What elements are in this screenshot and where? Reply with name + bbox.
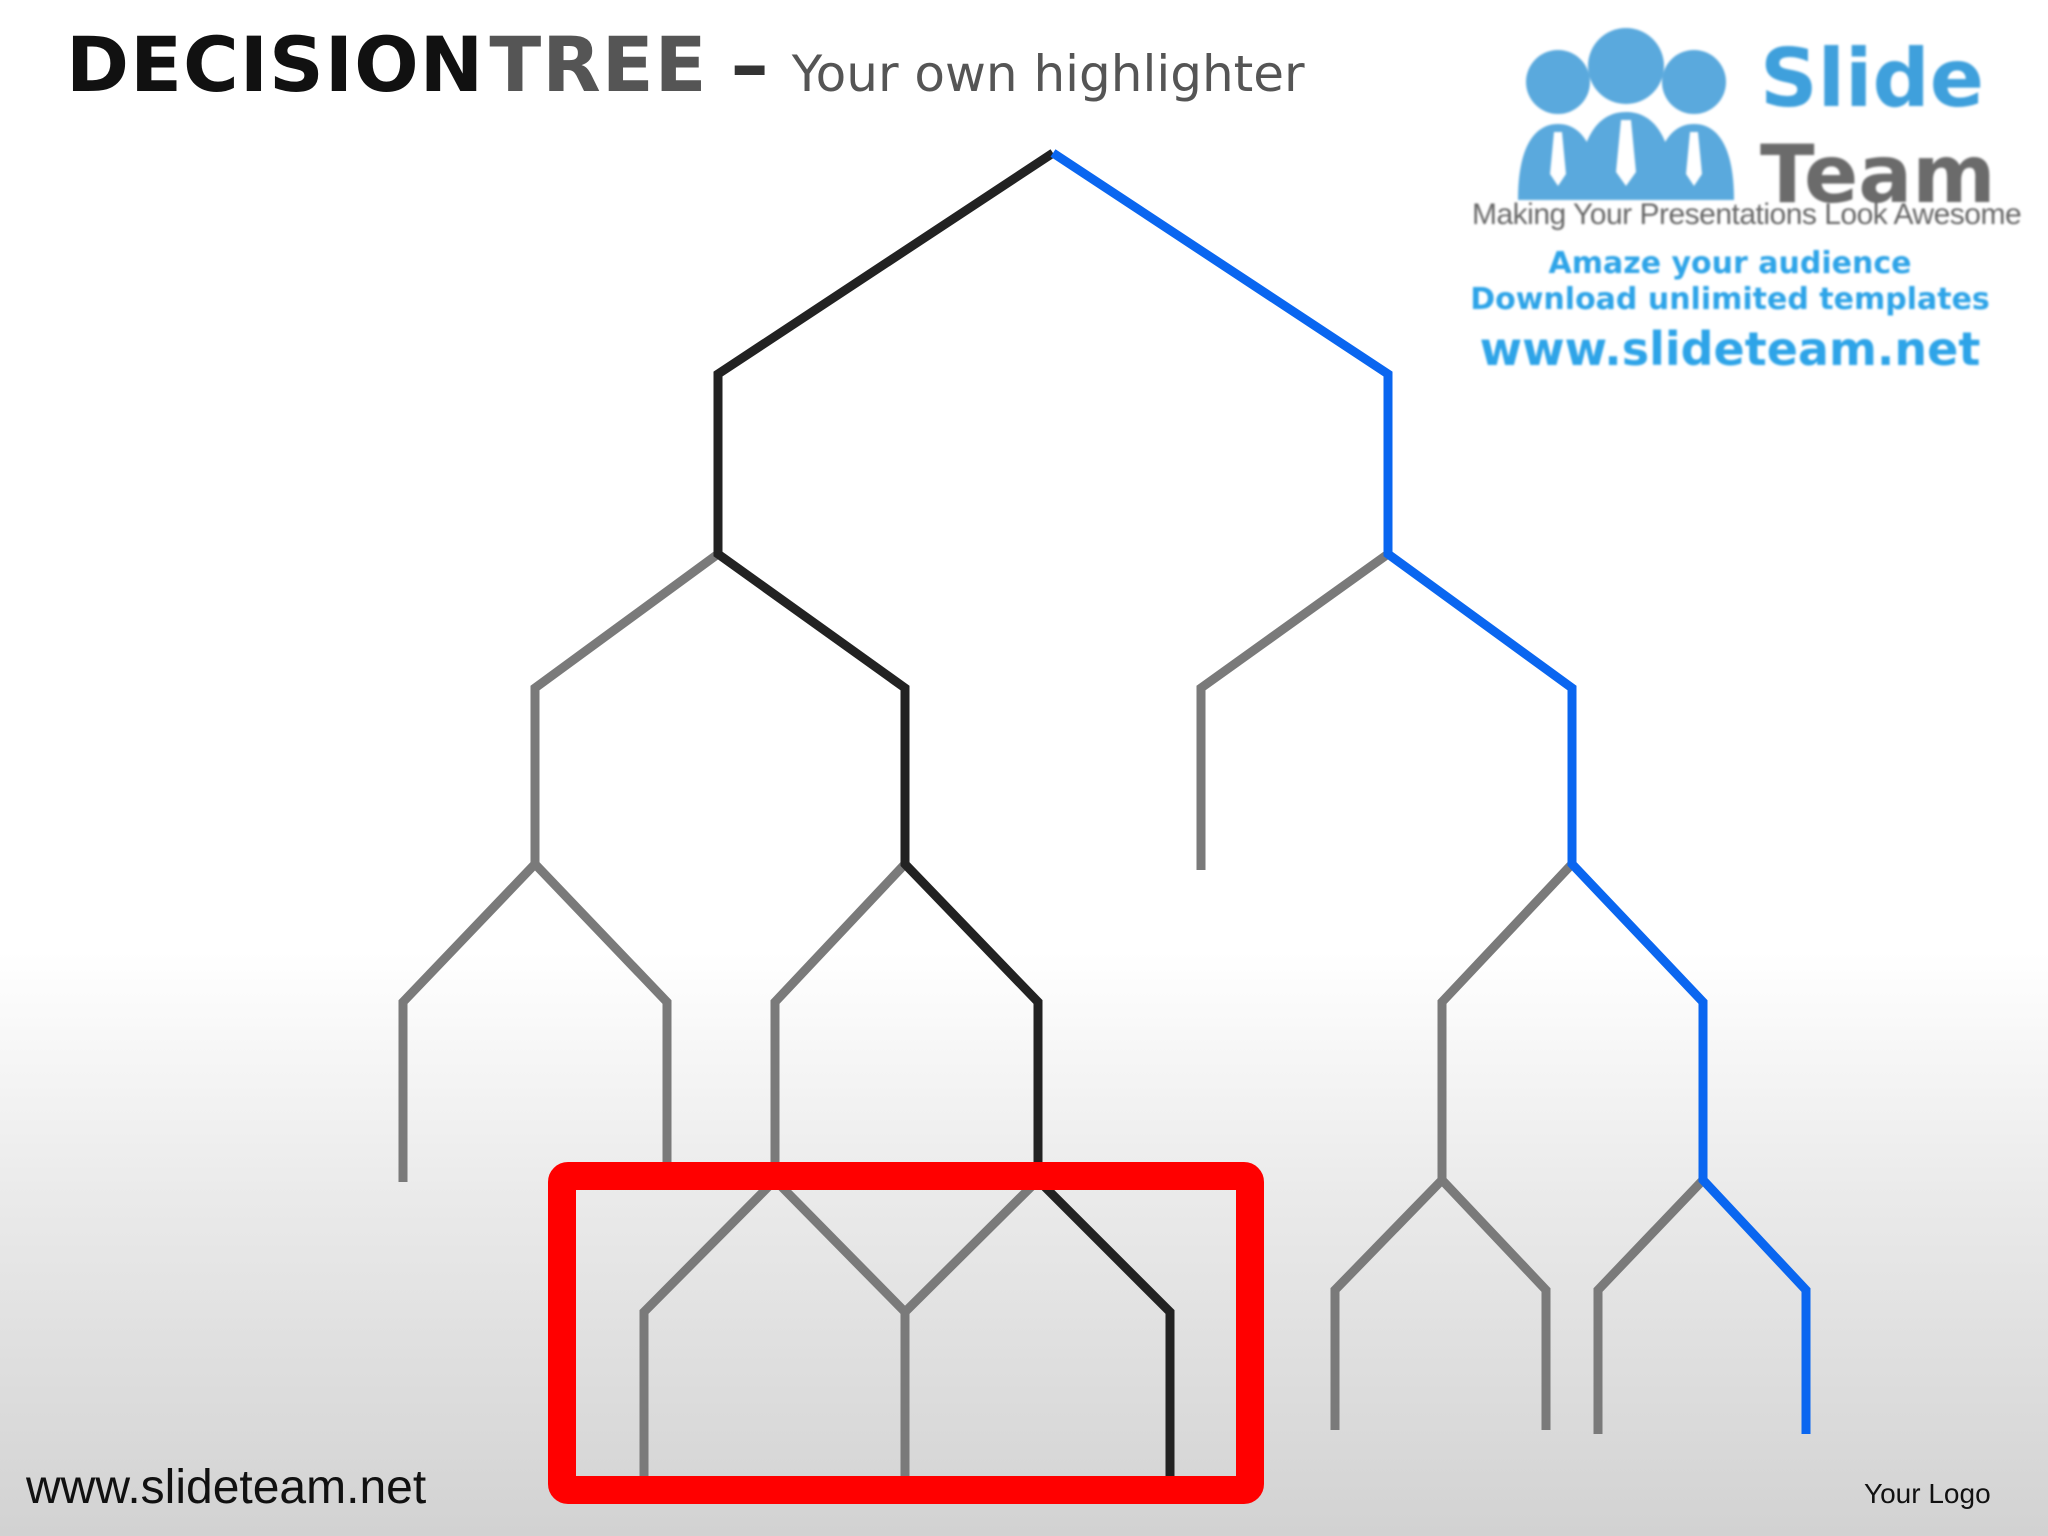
slide-title: DECISION TREE – Your own highlighter bbox=[66, 20, 1305, 109]
branch-l3b-left bbox=[770, 860, 909, 1180]
footer-url: www.slideteam.net bbox=[26, 1461, 427, 1514]
branch-l4-c bbox=[900, 1176, 1042, 1490]
dark-path bbox=[713, 149, 1175, 1490]
brand-promo-line2: Download unlimited templates bbox=[1470, 282, 1990, 317]
branch-l3a-left bbox=[398, 860, 539, 1182]
branch-l4-f bbox=[1593, 1176, 1707, 1434]
branch-l3c-left bbox=[1437, 860, 1576, 1180]
branch-l4-b bbox=[771, 1176, 909, 1316]
blue-highlight-path bbox=[1050, 149, 1811, 1434]
branch-l2b-left bbox=[1196, 550, 1391, 870]
footer-logo-placeholder: Your Logo bbox=[1864, 1478, 1991, 1509]
brand-tagline: Making Your Presentations Look Awesome bbox=[1472, 198, 2022, 231]
branch-l2a-left bbox=[530, 550, 721, 864]
branch-l4-a bbox=[639, 1176, 779, 1490]
brand-promo-line1: Amaze your audience bbox=[1548, 246, 1912, 281]
title-main-gray: TREE bbox=[489, 20, 708, 109]
brand-name-line1: Slide bbox=[1760, 32, 1984, 125]
title-dash: – bbox=[730, 20, 769, 109]
people-icon bbox=[1518, 28, 1734, 200]
branch-l3a-right bbox=[531, 860, 672, 1180]
title-main-bold: DECISION bbox=[66, 20, 485, 109]
slideteam-logo: Slide Team Making Your Presentations Loo… bbox=[1460, 20, 2022, 380]
highlighter-box bbox=[548, 1162, 1264, 1504]
brand-name-line2: Team bbox=[1760, 128, 1996, 221]
branch-l4-d bbox=[1330, 1176, 1446, 1430]
branch-l4-e bbox=[1438, 1176, 1551, 1430]
title-subtitle: Your own highlighter bbox=[791, 45, 1305, 103]
brand-promo-url: www.slideteam.net bbox=[1479, 322, 1981, 376]
